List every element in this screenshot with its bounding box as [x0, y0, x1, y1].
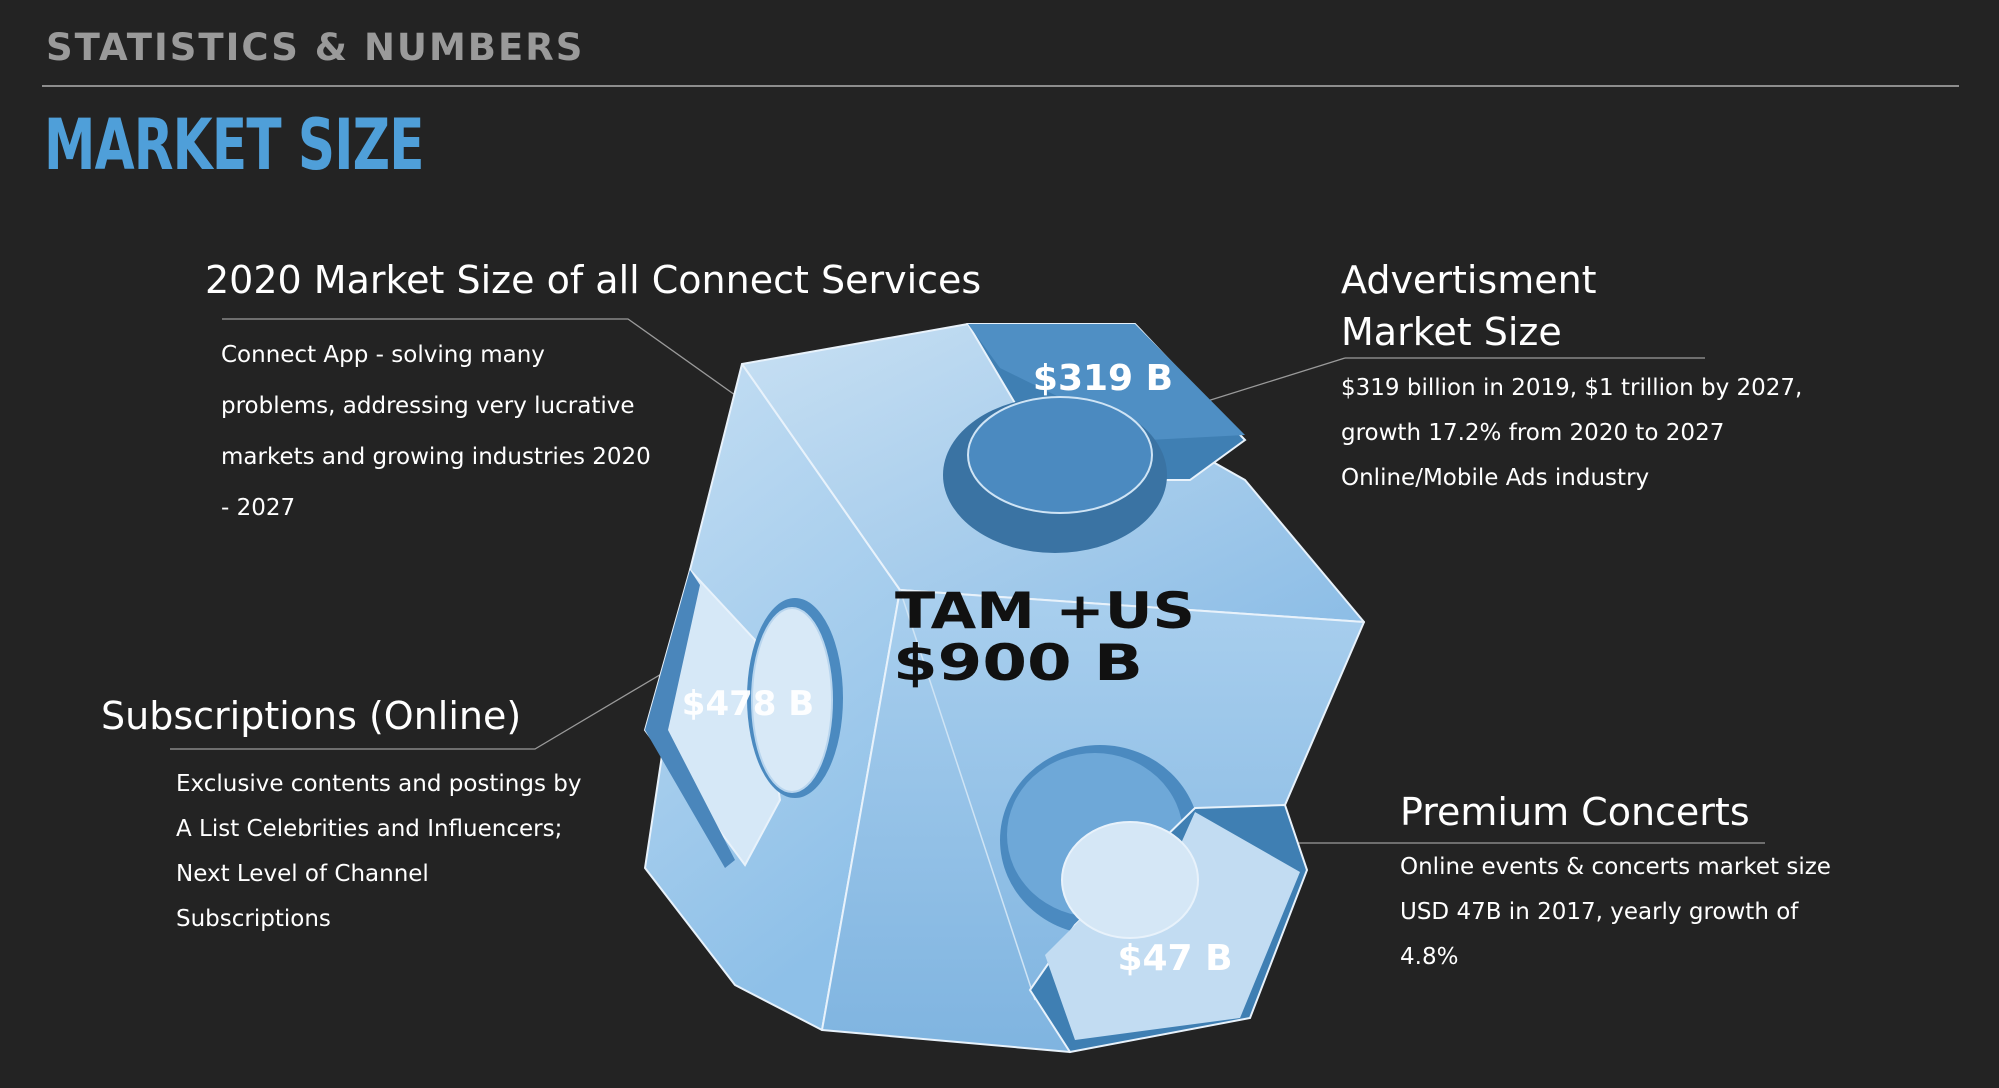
subscriptions-callout-text: Exclusive contents and postings by A Lis…	[176, 762, 581, 942]
subscriptions-line: Next Level of Channel	[176, 861, 429, 887]
subscriptions-callout-title: Subscriptions (Online)	[101, 694, 522, 738]
advertisement-piece-label: $319 B	[1033, 358, 1173, 399]
connect-line: - 2027	[221, 495, 296, 521]
tam-label: TAM +US	[895, 582, 1195, 640]
concerts-piece: $47 B	[1000, 745, 1309, 1054]
subscriptions-line: Exclusive contents and postings by	[176, 771, 582, 797]
concerts-line: USD 47B in 2017, yearly growth of	[1400, 899, 1799, 925]
advertisement-callout-text: $319 billion in 2019, $1 trillion by 202…	[1341, 366, 1802, 501]
page-title: MARKET SIZE	[44, 104, 425, 186]
advertisement-callout-title: Advertisment Market Size	[1341, 254, 1597, 358]
concerts-callout-title: Premium Concerts	[1400, 790, 1750, 834]
header-divider	[42, 85, 1959, 87]
advertisement-title-line: Market Size	[1341, 310, 1562, 354]
connect-callout-text: Connect App - solving many problems, add…	[221, 330, 651, 534]
advertisement-title-line: Advertisment	[1341, 258, 1597, 302]
subscriptions-line: Subscriptions	[176, 906, 331, 932]
subscriptions-piece-label: $478 B	[682, 684, 814, 724]
advertisement-piece: $319 B	[943, 323, 1247, 553]
connect-line: markets and growing industries 2020	[221, 444, 651, 470]
tam-value: $900 B	[893, 634, 1143, 692]
advertisement-line: $319 billion in 2019, $1 trillion by 202…	[1341, 375, 1803, 401]
connect-line: problems, addressing very lucrative	[221, 393, 635, 419]
subscriptions-line: A List Celebrities and Influencers;	[176, 816, 563, 842]
section-kicker: STATISTICS & NUMBERS	[46, 26, 585, 69]
concerts-line: Online events & concerts market size	[1400, 854, 1831, 880]
connector-lines	[170, 318, 1765, 844]
concerts-line: 4.8%	[1400, 944, 1459, 970]
concerts-piece-label: $47 B	[1117, 938, 1232, 979]
advertisement-line: Online/Mobile Ads industry	[1341, 465, 1650, 491]
subscriptions-piece: $478 B	[643, 568, 843, 868]
connect-line: Connect App - solving many	[221, 342, 545, 368]
concerts-callout-text: Online events & concerts market size USD…	[1400, 845, 1831, 980]
advertisement-line: growth 17.2% from 2020 to 2027	[1341, 420, 1725, 446]
connect-callout-title: 2020 Market Size of all Connect Services	[205, 258, 982, 302]
